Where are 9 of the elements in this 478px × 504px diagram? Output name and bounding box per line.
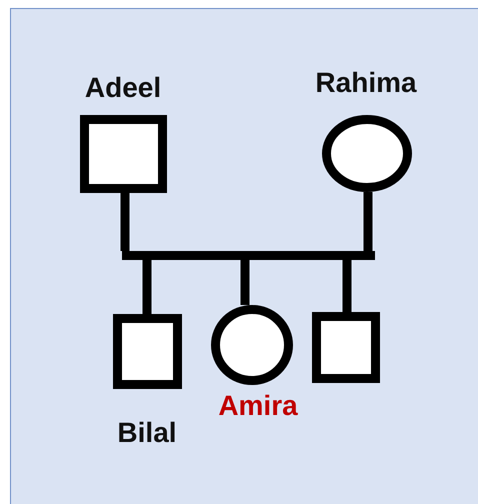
family-line: [142, 260, 152, 314]
person-name: Amira: [217, 391, 299, 421]
person-name: Adeel: [84, 73, 162, 103]
family-line: [364, 192, 372, 251]
family-line: [240, 260, 250, 305]
person-name: Rahima: [314, 68, 418, 98]
family-line: [342, 260, 352, 312]
family-line: [120, 193, 130, 251]
person-name: Bilal: [116, 418, 178, 448]
